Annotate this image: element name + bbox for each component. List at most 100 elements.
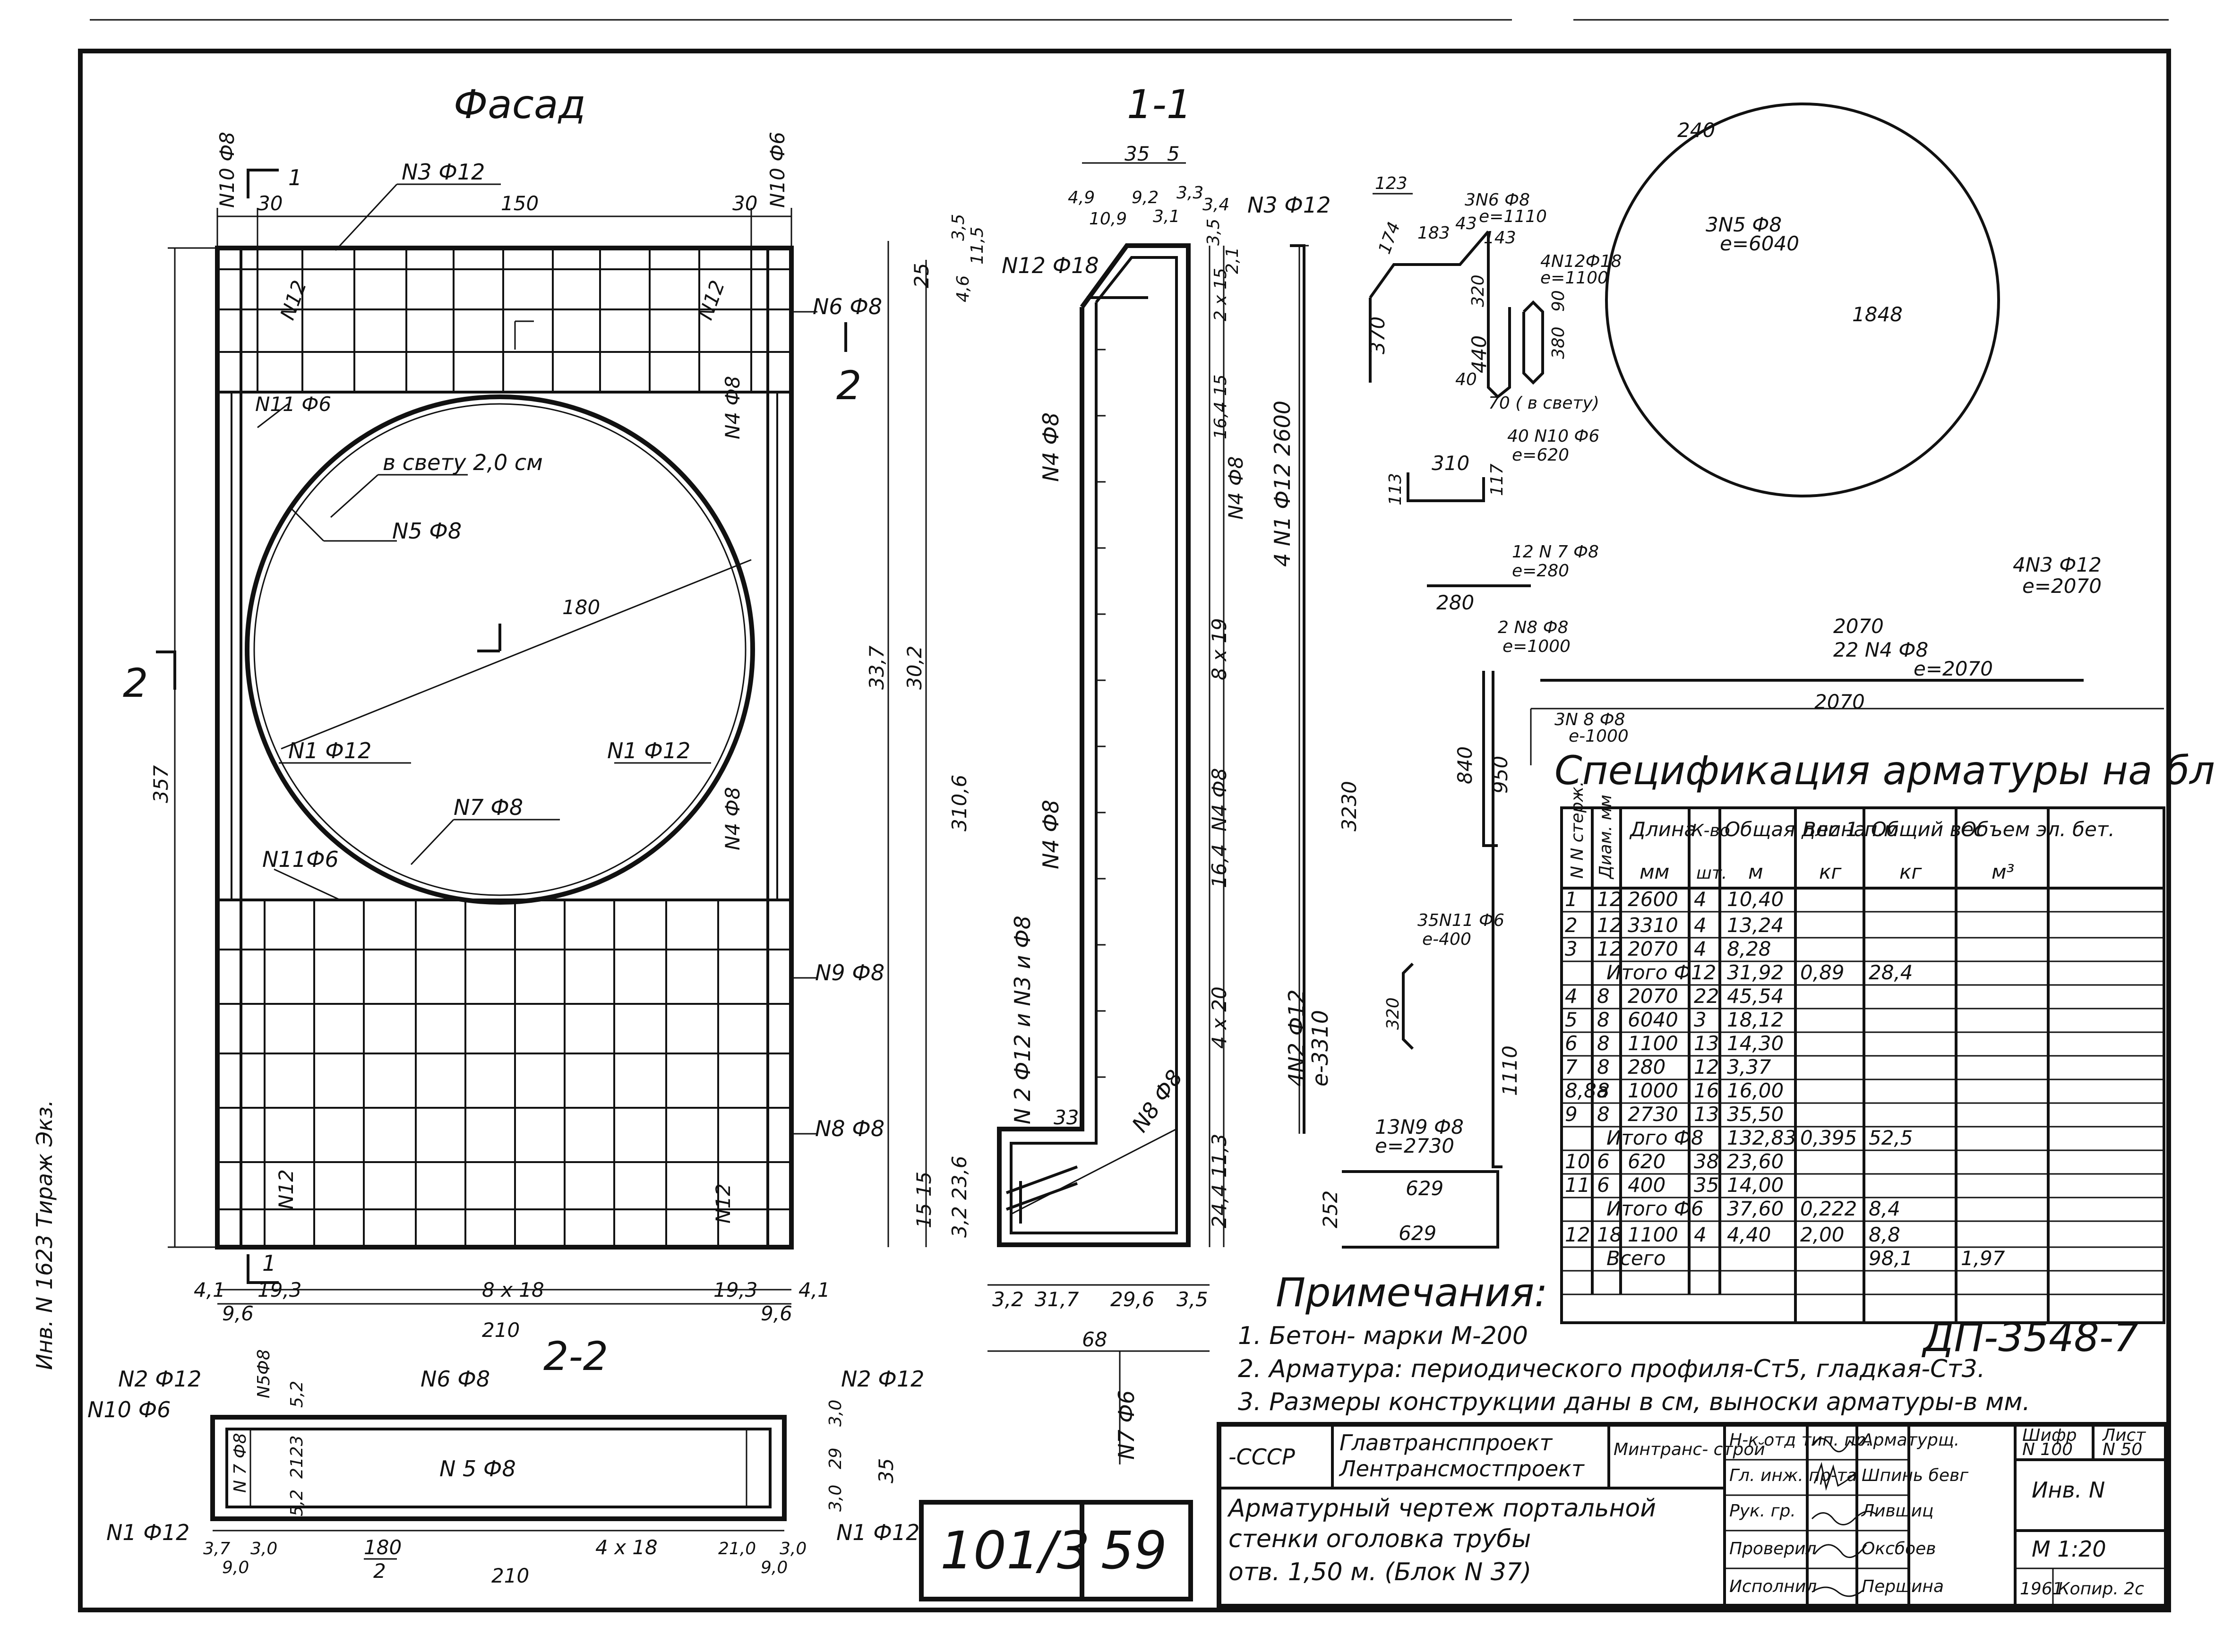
bar-d252: 252 <box>1319 1190 1342 1228</box>
spec-cell-len: 6040 <box>1628 1008 1678 1031</box>
spec-cell-total: 45,54 <box>1727 984 1784 1008</box>
spec-cell-len: 2600 <box>1628 888 1678 911</box>
section-2-2-dim-29: 29 <box>826 1447 845 1469</box>
section-1-1-dim-5: 5 <box>1167 142 1180 165</box>
sheet-frame <box>78 49 2171 1612</box>
stamp-person-2: Шпинь бевг <box>1862 1466 1969 1485</box>
bar-n5-length: e=6040 <box>1720 232 1799 255</box>
spec-cell-cnt: 13 <box>1694 1032 1719 1055</box>
stamp-inv: Инв. N <box>2032 1477 2105 1503</box>
bar-d370: 370 <box>1366 317 1389 354</box>
section-1-1-dim-164: 16,4 15 <box>1211 375 1230 439</box>
spec-cell-len: 400 <box>1628 1173 1666 1197</box>
section-2-2-dim-180: 180 <box>364 1536 402 1559</box>
bar-d183: 183 <box>1417 223 1450 243</box>
section-1-1-dim-31: 3,1 <box>1153 207 1180 226</box>
stamp-title-3: отв. 1,50 м. (Блок N 37) <box>1228 1558 1531 1586</box>
spec-cell-dia: 8 <box>1597 1032 1610 1055</box>
spec-cell-sum: Всего <box>1606 1247 1666 1270</box>
note-3: 3. Размеры конструкции даны в см, выноск… <box>1238 1388 2030 1416</box>
spec-cell-wt: 52,5 <box>1869 1126 1913 1149</box>
bar-n10-length: e=620 <box>1512 445 1569 465</box>
section-1-1-dim-3106: 310,6 <box>948 775 971 831</box>
spec-h-dia: Диам. мм <box>1596 795 1615 880</box>
section-2-2-dim-210b: 210 <box>491 1564 529 1587</box>
section-2-2-dim-52: 5,2 <box>287 1381 307 1408</box>
stamp-role-3: Рук. гр. <box>1729 1501 1796 1521</box>
spec-cell-pos: 11 <box>1565 1173 1590 1197</box>
section-1-1-dim-32b: 3,2 <box>992 1288 1024 1311</box>
facade-dim-150: 150 <box>501 192 539 215</box>
spec-cell-cnt: 4 <box>1694 937 1707 960</box>
section-1-1-n8: N8 Ф8 <box>1127 1065 1188 1137</box>
spec-cell-len: 1100 <box>1628 1223 1678 1246</box>
section-1-1-dim-115: 11,5 <box>968 227 987 265</box>
spec-cell-dia: 8 <box>1597 1079 1610 1102</box>
section-2-2-dim-30d: 3,0 <box>780 1539 807 1558</box>
spec-table: Спецификация арматуры на блок <box>1530 708 2215 1324</box>
stamp-country: -СССР <box>1228 1444 1295 1470</box>
section-2-2-dim-4x18: 4 x 18 <box>595 1536 658 1559</box>
bar-d1110: 1110 <box>1498 1045 1521 1096</box>
spec-h-wt: Общий вес <box>1871 818 1984 841</box>
spec-cell-pos: 12 <box>1565 1223 1590 1246</box>
signature-4 <box>1813 1544 1867 1558</box>
spec-h-len-u: мм <box>1640 860 1669 883</box>
spec-cell-dia: 6 <box>1597 1173 1610 1197</box>
section-2-2-dim-35: 35 <box>875 1458 898 1483</box>
section-1-1-dim-49: 4,9 <box>1068 188 1095 207</box>
spec-h-cnt-u: шт. <box>1696 864 1727 883</box>
section-1-1-dim-296: 29,6 <box>1110 1288 1155 1311</box>
spec-cell-len: 2070 <box>1628 984 1678 1008</box>
section-2-2-n6: N6 Ф8 <box>421 1366 490 1392</box>
facade-label-n7: N7 Ф8 <box>454 795 523 820</box>
bar-d70: 70 ( в свету) <box>1488 394 1599 413</box>
section-1-1-dim-25: 25 <box>910 263 933 288</box>
bar-d629: 629 <box>1406 1177 1443 1200</box>
stamp-person-3: Лившиц <box>1861 1501 1934 1521</box>
stamp-list: N 50 <box>2103 1440 2142 1459</box>
section-1-1-dim-92: 9,2 <box>1132 188 1159 207</box>
section-2-2-dim-30b: 3,0 <box>826 1485 845 1512</box>
spec-cell-cnt: 16 <box>1694 1079 1719 1102</box>
section-2-2-n1-right: N1 Ф12 <box>836 1520 919 1545</box>
spec-cell-cnt: 4 <box>1694 888 1707 911</box>
stamp-person-5: Першина <box>1862 1577 1944 1596</box>
spec-cell-total: 14,30 <box>1727 1032 1784 1055</box>
section-1-1-dim-4x20: 4 x 20 <box>1208 986 1231 1049</box>
bar-d320b: 320 <box>1383 997 1403 1030</box>
notes-title: Примечания: <box>1276 1269 1548 1316</box>
section-1-1-dim-302: 30,2 <box>903 645 926 690</box>
section-2-2: 2-2 N2 Ф12 N10 Ф6 N5Ф8 N6 Ф8 N2 Ф12 N 5 … <box>87 1333 924 1587</box>
spec-cell-total: 23,60 <box>1727 1150 1784 1173</box>
bar-n2-length: e-3310 <box>1307 1010 1333 1087</box>
spec-h-wt-u: кг <box>1899 860 1922 883</box>
stamp-org1: Главтрансппроект <box>1339 1430 1553 1455</box>
stamp-role-4: Проверил <box>1729 1539 1817 1558</box>
signature-3 <box>1811 1510 1876 1525</box>
note-2: 2. Арматура: периодического профиля-Ст5,… <box>1238 1355 1985 1383</box>
bar-d840: 840 <box>1453 746 1477 784</box>
spec-cell-len: 620 <box>1628 1150 1666 1173</box>
spec-cell-cnt: 4 <box>1694 1223 1707 1246</box>
spec-cell-pos: 6 <box>1565 1032 1578 1055</box>
spec-cell-sum: Итого Ф8 <box>1606 1126 1704 1149</box>
section-2-2-dim-30: 3,0 <box>826 1400 845 1427</box>
spec-cell-total: 132,83 <box>1727 1126 1796 1149</box>
spec-h-cnt: К-во <box>1691 821 1730 840</box>
spec-cell-pos: 2 <box>1565 914 1578 937</box>
spec-cell-cnt: 38 <box>1694 1150 1719 1173</box>
bar-d113: 113 <box>1386 473 1405 505</box>
section-2-2-dim-37: 3,7 <box>203 1539 230 1558</box>
sheet-number: 101/3 <box>940 1520 1090 1581</box>
spec-cell-total: 4,40 <box>1727 1223 1771 1246</box>
spec-cell-w1: 0,222 <box>1800 1197 1857 1220</box>
section-1-1-dim-33: 3,3 <box>1176 183 1203 203</box>
spec-cell-dia: 12 <box>1597 914 1622 937</box>
bar-n4-length: e=2070 <box>1914 657 1993 680</box>
section-2-2-n7: N 7 Ф8 <box>231 1433 250 1493</box>
bar-d280: 280 <box>1436 591 1474 614</box>
section-1-1-dim-68: 68 <box>1082 1328 1107 1351</box>
signature-1 <box>1811 1438 1865 1453</box>
